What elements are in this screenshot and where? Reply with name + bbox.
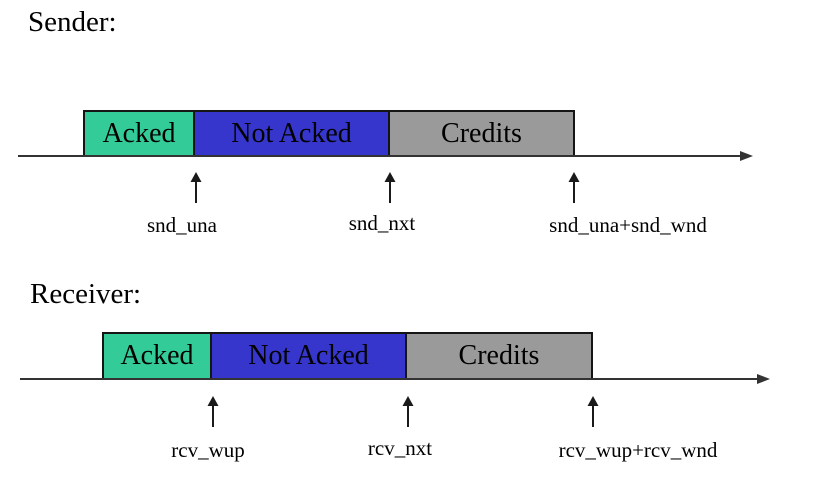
rcv-nxt-label: rcv_nxt: [367, 436, 433, 460]
sender-credits-segment: Credits: [388, 110, 575, 157]
snd-una-plus-snd-wnd-label: snd_una+snd_wnd: [549, 213, 707, 237]
rcv-wnd-pointer-up-arrow-icon: [587, 396, 599, 427]
sender-axis-arrowhead-icon: [740, 151, 753, 161]
rcv-wup-label: rcv_wup: [171, 438, 245, 462]
rcv-wup-plus-rcv-wnd-label: rcv_wup+rcv_wnd: [558, 438, 718, 462]
receiver-acked-segment: Acked: [102, 332, 212, 380]
sender-not-acked-segment: Not Acked: [193, 110, 390, 157]
receiver-credits-segment: Credits: [405, 332, 593, 380]
sender-title: Sender:: [28, 6, 117, 38]
receiver-sequence-axis: [20, 378, 758, 380]
rcv-nxt-pointer-up-arrow-icon: [402, 396, 414, 427]
snd-una-pointer-up-arrow-icon: [190, 172, 202, 203]
receiver-not-acked-segment: Not Acked: [210, 332, 407, 380]
snd-nxt-label: snd_nxt: [348, 211, 416, 235]
rcv-wup-pointer-up-arrow-icon: [207, 396, 219, 427]
sender-sequence-axis: [18, 155, 741, 157]
receiver-title: Receiver:: [30, 278, 142, 310]
snd-nxt-pointer-up-arrow-icon: [384, 172, 396, 203]
receiver-axis-arrowhead-icon: [757, 374, 770, 384]
sender-acked-segment: Acked: [83, 110, 195, 157]
snd-una-label: snd_una: [147, 213, 217, 237]
snd-wnd-pointer-up-arrow-icon: [568, 172, 580, 203]
